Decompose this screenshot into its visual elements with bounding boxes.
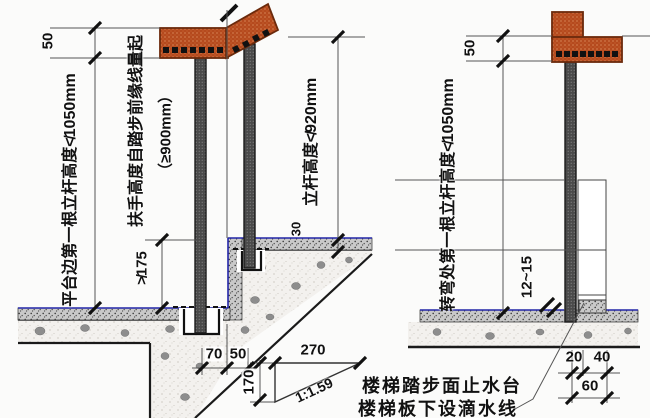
dim-post-height-920: 立杆高度≮920mm: [303, 77, 320, 207]
left-detail-dim-ticks: [87, 20, 368, 408]
balustrade-panel-outline: [577, 179, 607, 313]
slope-triangle: [274, 362, 361, 404]
left-detail-structure: [17, 2, 373, 418]
handrail-rebar-dots-right: [556, 51, 618, 57]
right-detail-dimensions: [395, 35, 650, 410]
note-leader-line: [514, 302, 585, 410]
dim-riser-height: 170: [240, 368, 258, 396]
dim-rail-thickness-right: 50: [461, 39, 479, 57]
dim-finish-thickness: 30: [288, 221, 304, 237]
rail-junction-tick: [219, 3, 239, 23]
handrail-rebar-dots: [163, 28, 271, 54]
note-water-stop: 楼梯踏步面止水台: [362, 376, 522, 396]
dim-handrail-height-line1: 扶手高度自踏步前缘线量起: [128, 34, 145, 228]
right-detail-dim-ticks: [495, 28, 615, 406]
dim-anchor-width: 70: [204, 345, 224, 363]
handrail-flange: [551, 36, 623, 63]
handrail-horizontal-section: [159, 27, 229, 59]
left-detail-dimensions: [50, 10, 365, 404]
dim-curb-total: 60: [581, 377, 599, 395]
stair-soffit-line: [194, 253, 373, 418]
dim-tread-depth: 270: [300, 341, 326, 359]
dim-joint-gap: 12~15: [518, 255, 536, 299]
handrail-sloped-section: [225, 2, 280, 60]
dim-rail-thickness-left: 50: [39, 32, 57, 50]
dim-anchor-offset: 50: [228, 345, 248, 363]
dim-handrail-height-line2: （≥900mm）: [157, 88, 175, 178]
dim-platform-post-height: 平台边第一根立杆高度≮1050mm: [62, 73, 79, 307]
dim-curb-b: 40: [593, 348, 611, 366]
first-tread-post: [243, 43, 256, 269]
dim-curb-a: 20: [565, 348, 583, 366]
water-stop-curb: [578, 299, 607, 314]
handrail-top-block: [551, 11, 584, 39]
dim-riser-max: ≯175: [133, 251, 151, 285]
landing-concrete: [408, 322, 638, 347]
aggregate-stones-right: [432, 327, 632, 340]
turning-point-post: [564, 61, 577, 323]
platform-edge-post: [194, 57, 207, 334]
note-drip-line: 楼梯板下设滴水线: [358, 399, 518, 418]
dim-turn-post-height: 转弯处第一根立杆高度≮1050mm: [440, 78, 457, 312]
